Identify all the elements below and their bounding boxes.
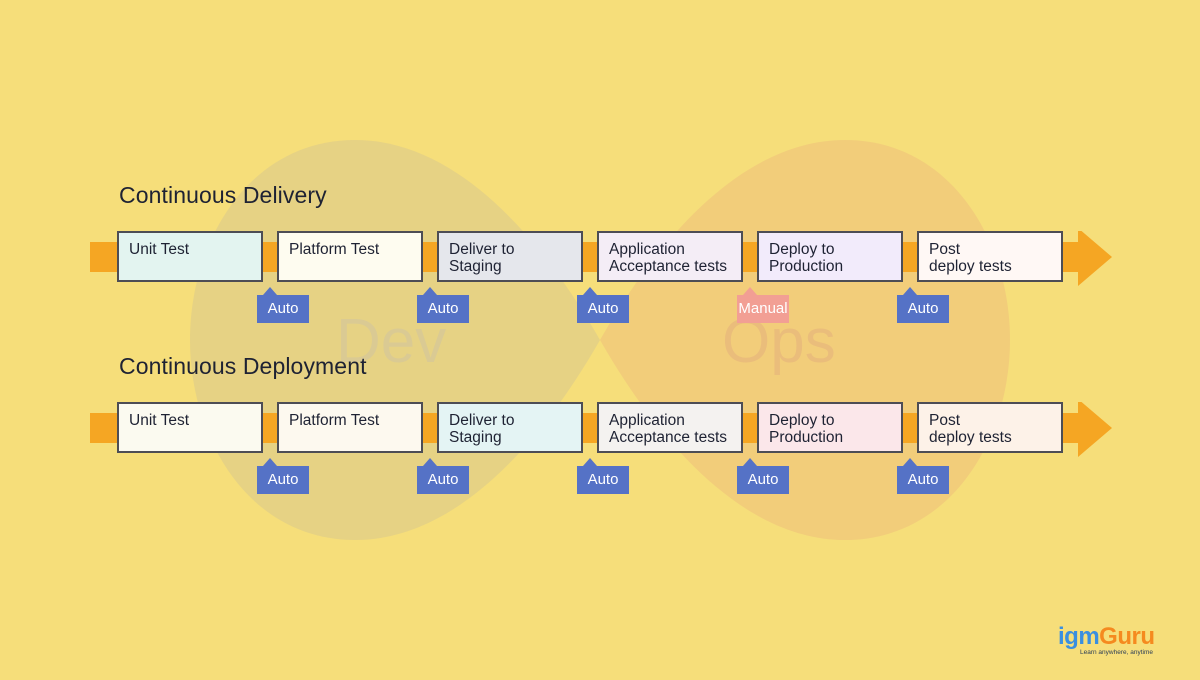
continuous-delivery-title: Continuous Delivery	[119, 182, 327, 208]
igmguru-logo[interactable]: igmGuru Learn anywhere, anytime	[1058, 623, 1155, 657]
stage-box: Deploy to Production	[757, 402, 903, 453]
stage-box: Unit Test	[117, 402, 263, 453]
stage-box: Application Acceptance tests	[597, 231, 743, 282]
logo-suffix: Guru	[1099, 623, 1155, 650]
auto-gate-badge: Auto	[257, 287, 309, 323]
stage-box: Post deploy tests	[917, 402, 1063, 453]
stage-box: Platform Test	[277, 402, 423, 453]
stage-box: Deliver to Staging	[437, 402, 583, 453]
logo-prefix: igm	[1058, 623, 1100, 650]
auto-gate-badge: Auto	[417, 458, 469, 494]
auto-gate-badge: Auto	[737, 458, 789, 494]
continuous-deployment-pipeline: Unit Test Platform Test Deliver to Staging…	[0, 402, 1200, 532]
arrow-head	[1078, 231, 1112, 286]
manual-gate-badge: Manual	[737, 287, 789, 323]
auto-gate-badge: Auto	[897, 458, 949, 494]
auto-gate-badge: Auto	[417, 287, 469, 323]
stage-box: Post deploy tests	[917, 231, 1063, 282]
stage-box: Deliver to Staging	[437, 231, 583, 282]
stage-box: Platform Test	[277, 231, 423, 282]
continuous-delivery-pipeline: Unit Test Platform Test Deliver to Staging…	[0, 231, 1200, 361]
arrow-head	[1078, 402, 1112, 457]
stage-box: Unit Test	[117, 231, 263, 282]
auto-gate-badge: Auto	[577, 287, 629, 323]
stage-box: Application Acceptance tests	[597, 402, 743, 453]
continuous-deployment-title: Continuous Deployment	[119, 353, 367, 379]
logo-tagline: Learn anywhere, anytime	[1080, 649, 1153, 656]
auto-gate-badge: Auto	[577, 458, 629, 494]
stage-box: Deploy to Production	[757, 231, 903, 282]
auto-gate-badge: Auto	[257, 458, 309, 494]
auto-gate-badge: Auto	[897, 287, 949, 323]
